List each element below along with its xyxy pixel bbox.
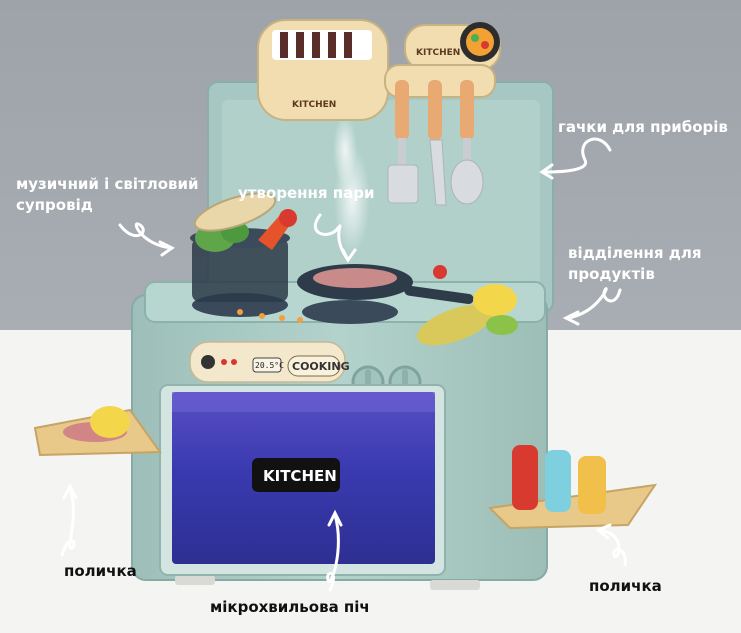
lemon-left: [90, 406, 130, 438]
temp-display: [252, 357, 282, 373]
awning-sign-text: KITCHEN: [292, 100, 336, 110]
ketchup-bottle: [512, 445, 538, 510]
steak: [313, 268, 397, 288]
annotation-arrows: [60, 137, 627, 592]
label-shelf-right: поличка: [589, 577, 662, 595]
knife-blade: [429, 139, 447, 206]
burner-right: [302, 300, 398, 324]
spatula-head: [387, 164, 419, 204]
leaf: [486, 315, 518, 335]
spatula-handle: [395, 80, 409, 140]
temp-display-text: 20.5°C: [255, 361, 284, 370]
arrow-steam-icon: [313, 213, 350, 262]
fish: [417, 304, 493, 346]
mustard-bottle: [545, 450, 571, 512]
sauce-bottle: [578, 456, 606, 514]
label-utensil-hooks: гачки для приборів: [558, 118, 728, 136]
oven-brand-plate: [252, 458, 340, 492]
knife-handle: [428, 80, 442, 140]
power-button: [201, 355, 215, 369]
indicator-red: [221, 359, 227, 365]
spoon-head: [450, 159, 484, 205]
strawberry: [279, 209, 297, 227]
lemon: [473, 284, 517, 316]
arrow-food-icon: [566, 287, 622, 320]
label-shelf-left: поличка: [64, 562, 137, 580]
cooking-badge-text: COOKING: [292, 360, 350, 373]
arrow-shelf-left-icon: [60, 486, 76, 557]
indicator-red-2: [231, 359, 237, 365]
label-steam: утворення пари: [238, 184, 375, 202]
arrow-hooks-icon: [543, 137, 612, 174]
pan-handle: [404, 285, 474, 304]
pot-lid: [193, 192, 277, 232]
oven-handle-shine: [172, 392, 435, 412]
logo-sign-text: KITCHEN: [416, 48, 460, 58]
label-music-light: музичний і світловий супровід: [16, 175, 199, 214]
arrow-shelf-right-icon: [598, 528, 627, 567]
cooking-badge: [287, 355, 341, 377]
back-panel-inner: [222, 100, 540, 300]
arrow-music-icon: [118, 222, 174, 250]
foot-right: [430, 580, 480, 590]
arrow-microwave-icon: [326, 513, 340, 592]
oven-brand-text: KITCHEN: [263, 467, 337, 485]
foot-left: [175, 575, 215, 585]
label-food-compartment: відділення для продуктів: [568, 244, 702, 283]
spoon-handle: [460, 80, 474, 140]
tomato: [433, 265, 447, 279]
pot: [192, 238, 288, 302]
label-microwave: мікрохвильова піч: [210, 598, 370, 616]
